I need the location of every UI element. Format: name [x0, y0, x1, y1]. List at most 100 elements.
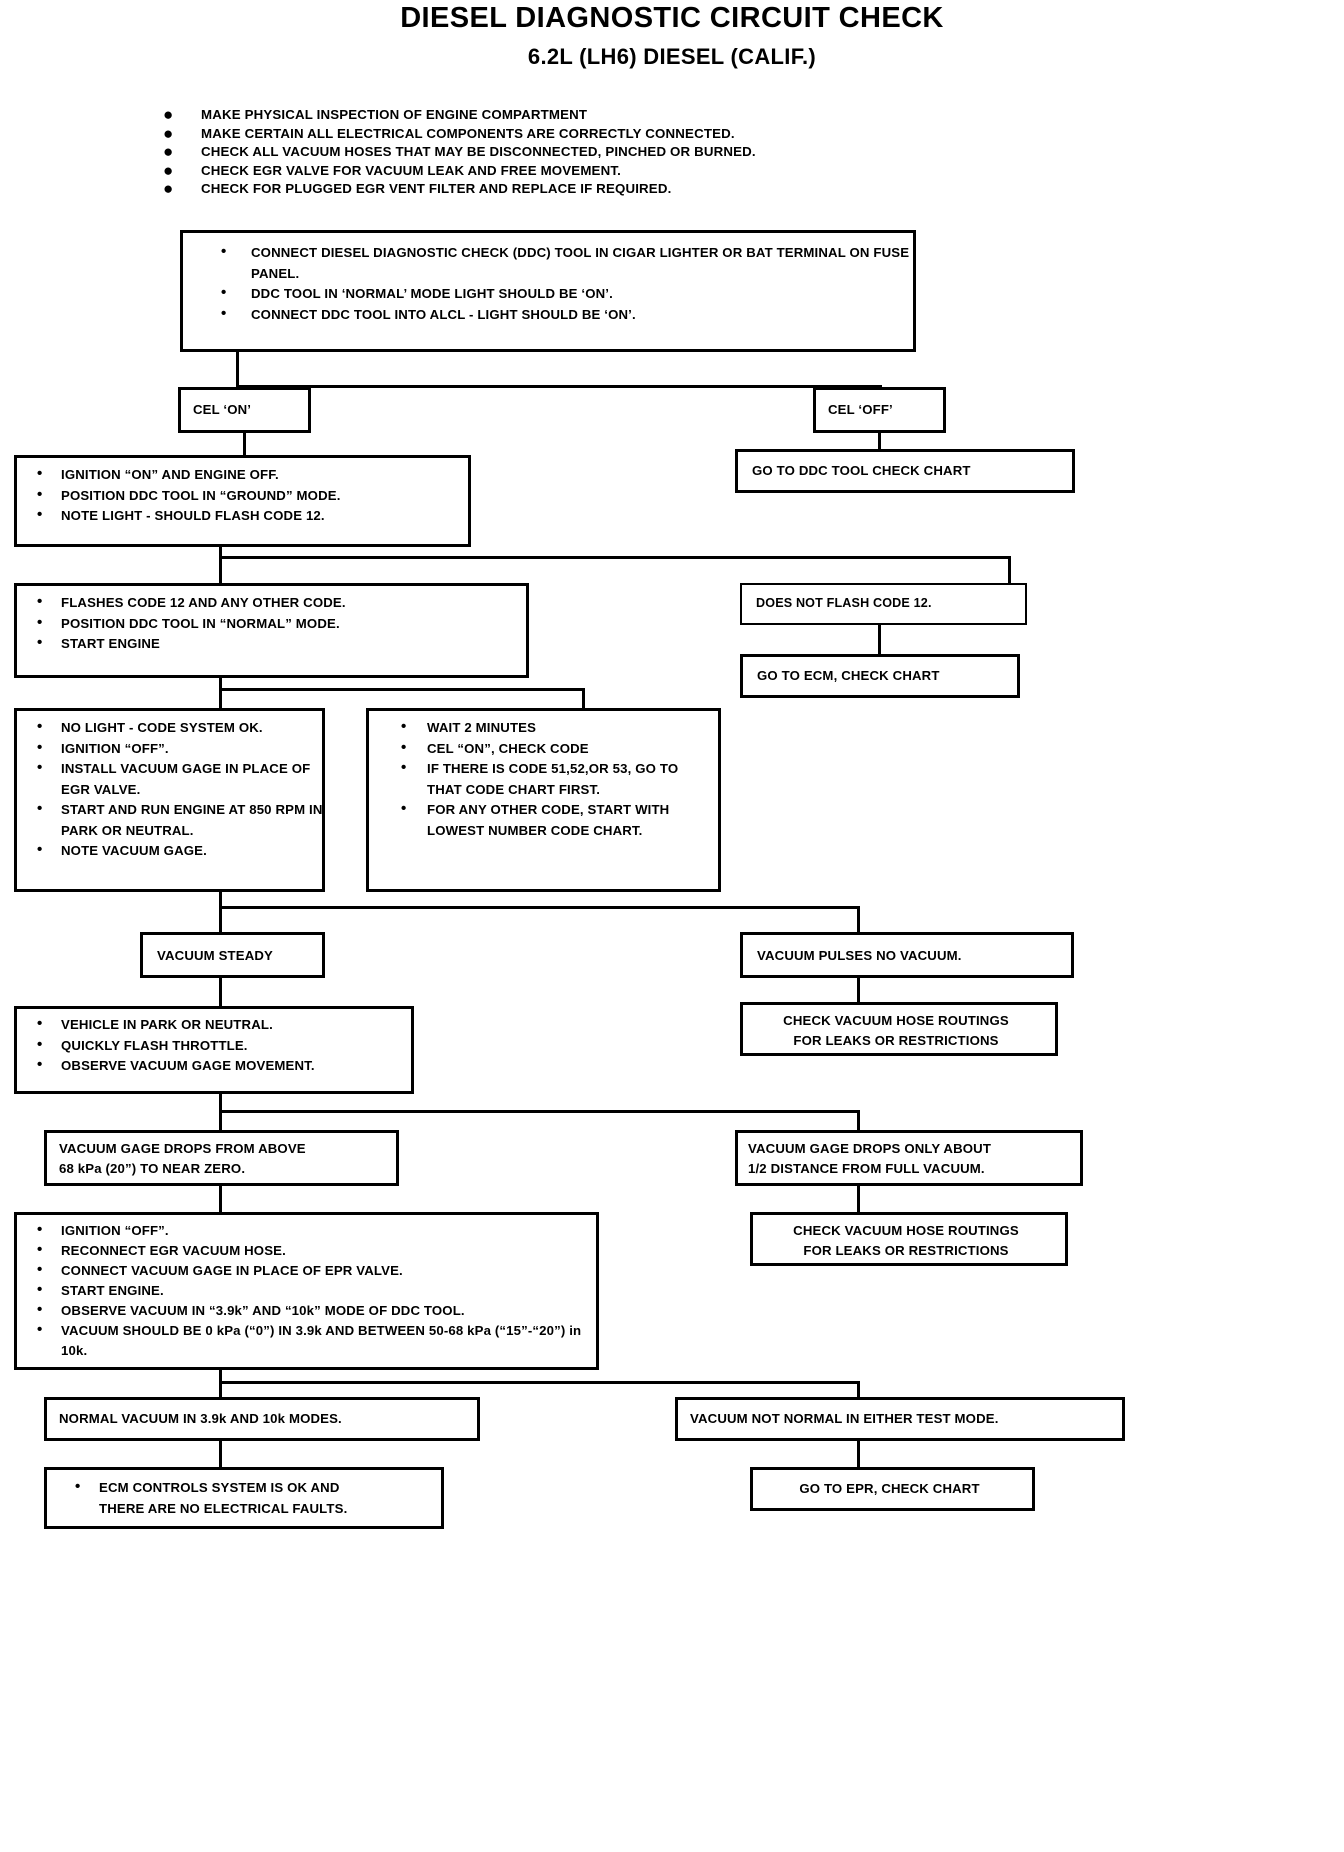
ecm-check-chart-label: GO TO ECM, CHECK CHART	[757, 668, 940, 683]
preamble-item-label: MAKE PHYSICAL INSPECTION OF ENGINE COMPA…	[201, 107, 588, 122]
box-flashes-code-12: FLASHES CODE 12 AND ANY OTHER CODE. POSI…	[14, 583, 529, 678]
box-go-to-epr-check-chart: GO TO EPR, CHECK CHART	[750, 1467, 1035, 1511]
connector-line	[219, 1110, 222, 1132]
list-item-label: WAIT 2 MINUTES	[427, 720, 537, 735]
box-vehicle-in-park: VEHICLE IN PARK OR NEUTRAL. QUICKLY FLAS…	[14, 1006, 414, 1094]
box-vacuum-steady: VACUUM STEADY	[140, 932, 325, 978]
list-item-label: NOTE LIGHT - SHOULD FLASH CODE 12.	[61, 508, 325, 523]
does-not-flash-label: DOES NOT FLASH CODE 12.	[756, 596, 932, 610]
list-item-label: RECONNECT EGR VACUUM HOSE.	[61, 1243, 286, 1258]
vacuum-pulses-label: VACUUM PULSES NO VACUUM.	[757, 948, 962, 963]
connector-line	[219, 1184, 222, 1214]
connector-line	[857, 1184, 860, 1214]
list-item: ● CHECK FOR PLUGGED EGR VENT FILTER AND …	[163, 180, 923, 199]
list-item: OBSERVE VACUUM IN “3.9k” AND “10k” MODE …	[29, 1300, 586, 1321]
connector-line	[219, 556, 222, 584]
connector-line	[857, 1110, 860, 1132]
preamble-item-label: CHECK ALL VACUUM HOSES THAT MAY BE DISCO…	[201, 144, 756, 160]
box-normal-vacuum: NORMAL VACUUM IN 3.9k AND 10k MODES.	[44, 1397, 480, 1441]
preamble-item-label: CHECK EGR VALVE FOR VACUUM LEAK AND FREE…	[201, 162, 621, 178]
connector-line	[236, 385, 882, 388]
ignition-off-epr-list: IGNITION “OFF”. RECONNECT EGR VACUUM HOS…	[29, 1220, 586, 1361]
list-item-label: START AND RUN ENGINE AT 850 RPM IN PARK …	[61, 802, 323, 838]
bullet-icon: ●	[163, 142, 174, 162]
list-item: POSITION DDC TOOL IN “NORMAL” MODE.	[29, 613, 516, 635]
list-item: START ENGINE	[29, 633, 516, 655]
connector-line	[857, 906, 860, 934]
connector-line	[857, 976, 860, 1004]
gage-drops-near-zero-line1: VACUUM GAGE DROPS FROM ABOVE	[59, 1141, 306, 1156]
box-cel-off: CEL ‘OFF’	[813, 387, 946, 433]
list-item-label: IGNITION “OFF”.	[61, 1223, 169, 1238]
gage-drops-near-zero-line2: 68 kPa (20”) TO NEAR ZERO.	[59, 1161, 246, 1176]
ecm-controls-ok-line2: THERE ARE NO ELECTRICAL FAULTS.	[99, 1500, 348, 1516]
connect-ddc-list: CONNECT DIESEL DIAGNOSTIC CHECK (DDC) TO…	[195, 242, 909, 326]
box-check-hose-routings-1: CHECK VACUUM HOSE ROUTINGS FOR LEAKS OR …	[740, 1002, 1058, 1056]
cel-on-label: CEL ‘ON’	[193, 402, 252, 417]
bullet-icon: ●	[163, 179, 174, 199]
check-hose-routings-line2: FOR LEAKS OR RESTRICTIONS	[793, 1033, 999, 1048]
list-item: VACUUM SHOULD BE 0 kPa (“0”) IN 3.9k AND…	[29, 1320, 601, 1361]
box-cel-on: CEL ‘ON’	[178, 387, 311, 433]
page-subtitle: 6.2L (LH6) DIESEL (CALIF.)	[527, 44, 817, 69]
connector-line	[236, 352, 239, 388]
list-item: FLASHES CODE 12 AND ANY OTHER CODE.	[29, 592, 516, 614]
list-item: ● MAKE CERTAIN ALL ELECTRICAL COMPONENTS…	[163, 123, 923, 144]
box-gage-drops-half: VACUUM GAGE DROPS ONLY ABOUT 1/2 DISTANC…	[735, 1130, 1083, 1186]
list-item-label: IF THERE IS CODE 51,52,OR 53, GO TO THAT…	[427, 761, 679, 797]
cel-off-label: CEL ‘OFF’	[828, 402, 893, 417]
list-item-label: NO LIGHT - CODE SYSTEM OK.	[61, 720, 263, 735]
list-item: RECONNECT EGR VACUUM HOSE.	[29, 1240, 586, 1261]
list-item: ● CHECK ALL VACUUM HOSES THAT MAY BE DIS…	[163, 143, 923, 162]
bullet-icon: ●	[163, 160, 174, 180]
list-item-label: VACUUM SHOULD BE 0 kPa (“0”) IN 3.9k AND…	[61, 1323, 582, 1358]
list-item: CONNECT DIESEL DIAGNOSTIC CHECK (DDC) TO…	[195, 242, 911, 284]
list-item: CONNECT DDC TOOL INTO ALCL - LIGHT SHOUL…	[195, 304, 903, 326]
no-light-list: NO LIGHT - CODE SYSTEM OK. IGNITION “OFF…	[29, 717, 322, 862]
connector-line	[1008, 556, 1011, 584]
connector-line	[857, 1381, 860, 1399]
list-item-label: DDC TOOL IN ‘NORMAL’ MODE LIGHT SHOULD B…	[251, 286, 613, 301]
vacuum-steady-label: VACUUM STEADY	[157, 948, 274, 963]
list-item-label: CONNECT DDC TOOL INTO ALCL - LIGHT SHOUL…	[251, 306, 636, 322]
gage-drops-half-line2: 1/2 DISTANCE FROM FULL VACUUM.	[748, 1161, 985, 1176]
connector-line	[219, 906, 860, 909]
list-item-label: IGNITION “ON” AND ENGINE OFF.	[61, 467, 279, 482]
page-title: DIESEL DIAGNOSTIC CIRCUIT CHECK	[400, 2, 944, 34]
list-item-label: CEL “ON”, CHECK CODE	[427, 740, 589, 756]
connector-line	[878, 431, 881, 451]
box-ignition-off-epr: IGNITION “OFF”. RECONNECT EGR VACUUM HOS…	[14, 1212, 599, 1370]
list-item: NOTE LIGHT - SHOULD FLASH CODE 12.	[29, 505, 458, 527]
list-item: IGNITION “OFF”.	[29, 1220, 586, 1241]
connector-line	[219, 1110, 860, 1113]
list-item: ● MAKE PHYSICAL INSPECTION OF ENGINE COM…	[163, 105, 923, 125]
connector-line	[582, 688, 585, 710]
wait-2-minutes-list: WAIT 2 MINUTES CEL “ON”, CHECK CODE IF T…	[389, 717, 708, 841]
list-item: IGNITION “OFF”.	[29, 738, 312, 760]
list-item-label: START ENGINE.	[61, 1283, 164, 1298]
list-item-label: POSITION DDC TOOL IN “GROUND” MODE.	[61, 487, 341, 503]
list-item: DDC TOOL IN ‘NORMAL’ MODE LIGHT SHOULD B…	[195, 283, 903, 305]
box-gage-drops-near-zero: VACUUM GAGE DROPS FROM ABOVE 68 kPa (20”…	[44, 1130, 399, 1186]
list-item-label: OBSERVE VACUUM IN “3.9k” AND “10k” MODE …	[61, 1303, 465, 1318]
list-item: QUICKLY FLASH THROTTLE.	[29, 1035, 401, 1057]
check-hose-routings-line1: CHECK VACUUM HOSE ROUTINGS	[783, 1013, 1009, 1028]
preamble-item-label: CHECK FOR PLUGGED EGR VENT FILTER AND RE…	[201, 181, 672, 197]
check-hose-routings-2-line1: CHECK VACUUM HOSE ROUTINGS	[793, 1223, 1019, 1238]
connector-line	[878, 623, 881, 656]
list-item: ● CHECK EGR VALVE FOR VACUUM LEAK AND FR…	[163, 160, 923, 181]
list-item: NO LIGHT - CODE SYSTEM OK.	[29, 717, 312, 739]
list-item-label: START ENGINE	[61, 636, 160, 651]
list-item-label: IGNITION “OFF”.	[61, 740, 169, 756]
vehicle-in-park-list: VEHICLE IN PARK OR NEUTRAL. QUICKLY FLAS…	[29, 1014, 401, 1077]
list-item-label: OBSERVE VACUUM GAGE MOVEMENT.	[61, 1058, 315, 1073]
list-item: CEL “ON”, CHECK CODE	[389, 738, 708, 760]
connector-line	[219, 688, 222, 710]
epr-check-chart-label: GO TO EPR, CHECK CHART	[799, 1481, 980, 1496]
list-item: OBSERVE VACUUM GAGE MOVEMENT.	[29, 1055, 401, 1077]
bullet-icon: ●	[163, 123, 174, 143]
vacuum-not-normal-label: VACUUM NOT NORMAL IN EITHER TEST MODE.	[690, 1411, 999, 1426]
list-item-label: INSTALL VACUUM GAGE IN PLACE OF EGR VALV…	[61, 761, 311, 797]
